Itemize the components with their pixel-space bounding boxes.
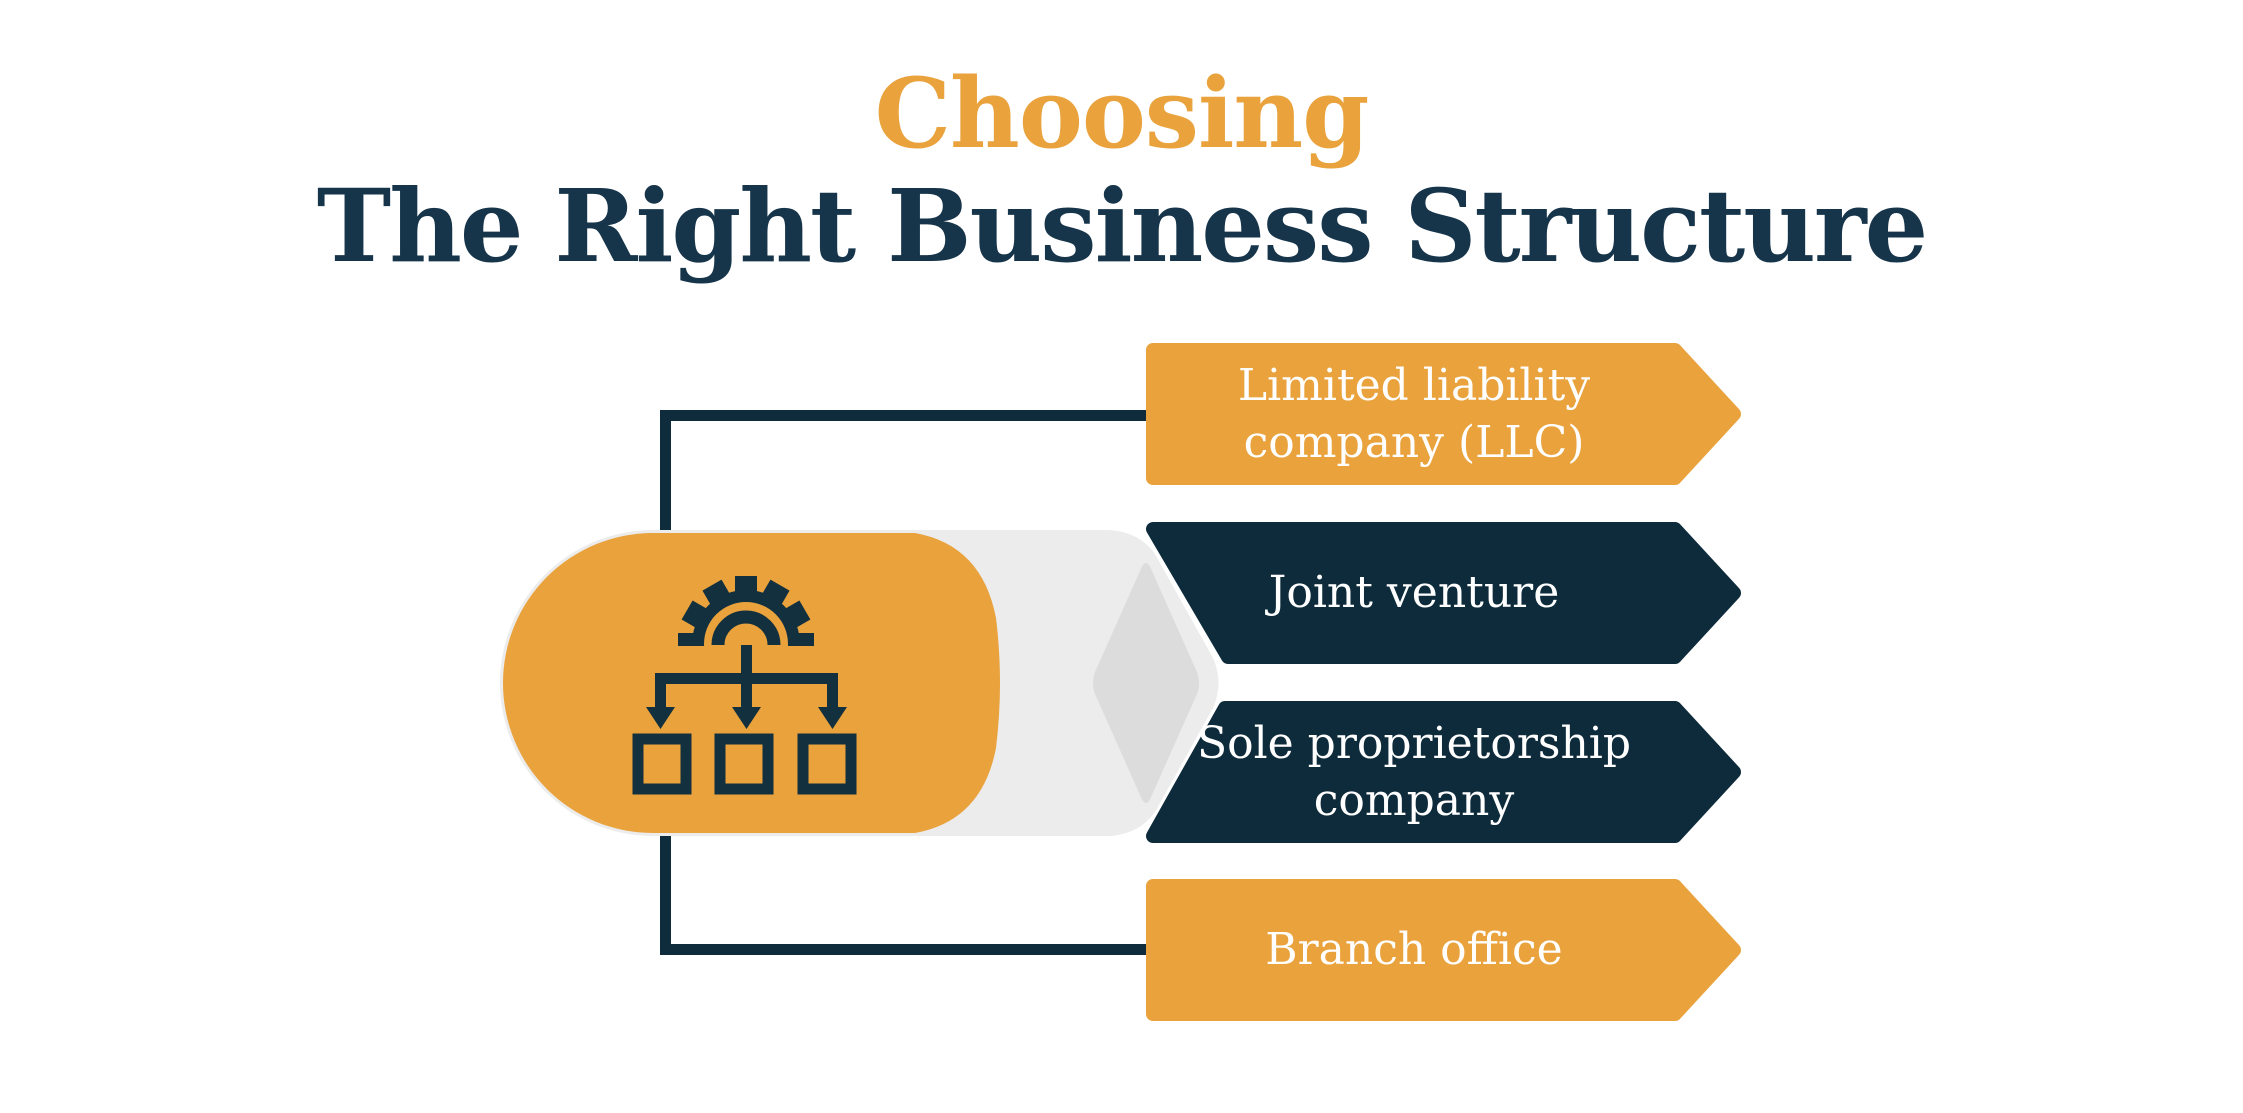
banner-label-line1: Joint venture	[1268, 567, 1560, 619]
title-main: The Right Business Structure	[316, 166, 1928, 285]
arrow-down-icon	[732, 707, 761, 729]
page-title: Choosing The Right Business Structure	[0, 62, 2243, 280]
banner-label: Branch office	[1145, 878, 1683, 1022]
banner-label-line1: Limited liability	[1237, 359, 1591, 411]
center-capsule	[500, 530, 1219, 836]
banner-joint-venture: Joint venture	[1145, 521, 1742, 665]
gear-arch	[711, 610, 781, 646]
arrow-banner-shape	[1146, 343, 1741, 485]
banner-label: Joint venture	[1145, 521, 1683, 665]
arrow-banner-shape	[1146, 879, 1741, 1021]
gear-icon	[678, 576, 814, 646]
banner-label-line1: Sole proprietorship	[1196, 717, 1632, 769]
banner-llc: Limited liability company (LLC)	[1145, 342, 1742, 486]
arrow-down-icon	[818, 707, 847, 729]
banner-label-line2: company	[1313, 775, 1515, 826]
arrow-banner-shape	[1146, 701, 1741, 843]
banner-branch-office: Branch office	[1145, 878, 1742, 1022]
gear-hierarchy-icon	[632, 576, 857, 795]
banner-label-line2: company (LLC)	[1243, 417, 1585, 468]
arrow-down-icon	[646, 707, 675, 729]
arrow-banner-shape	[1146, 522, 1741, 664]
banner-label: Sole proprietorship company	[1145, 700, 1683, 844]
title-word-choosing: Choosing	[874, 57, 1370, 170]
banner-sole-proprietorship: Sole proprietorship company	[1145, 700, 1742, 844]
diamond-icon	[1093, 563, 1199, 803]
banner-label-line1: Branch office	[1265, 924, 1563, 976]
banner-label: Limited liability company (LLC)	[1145, 342, 1683, 486]
